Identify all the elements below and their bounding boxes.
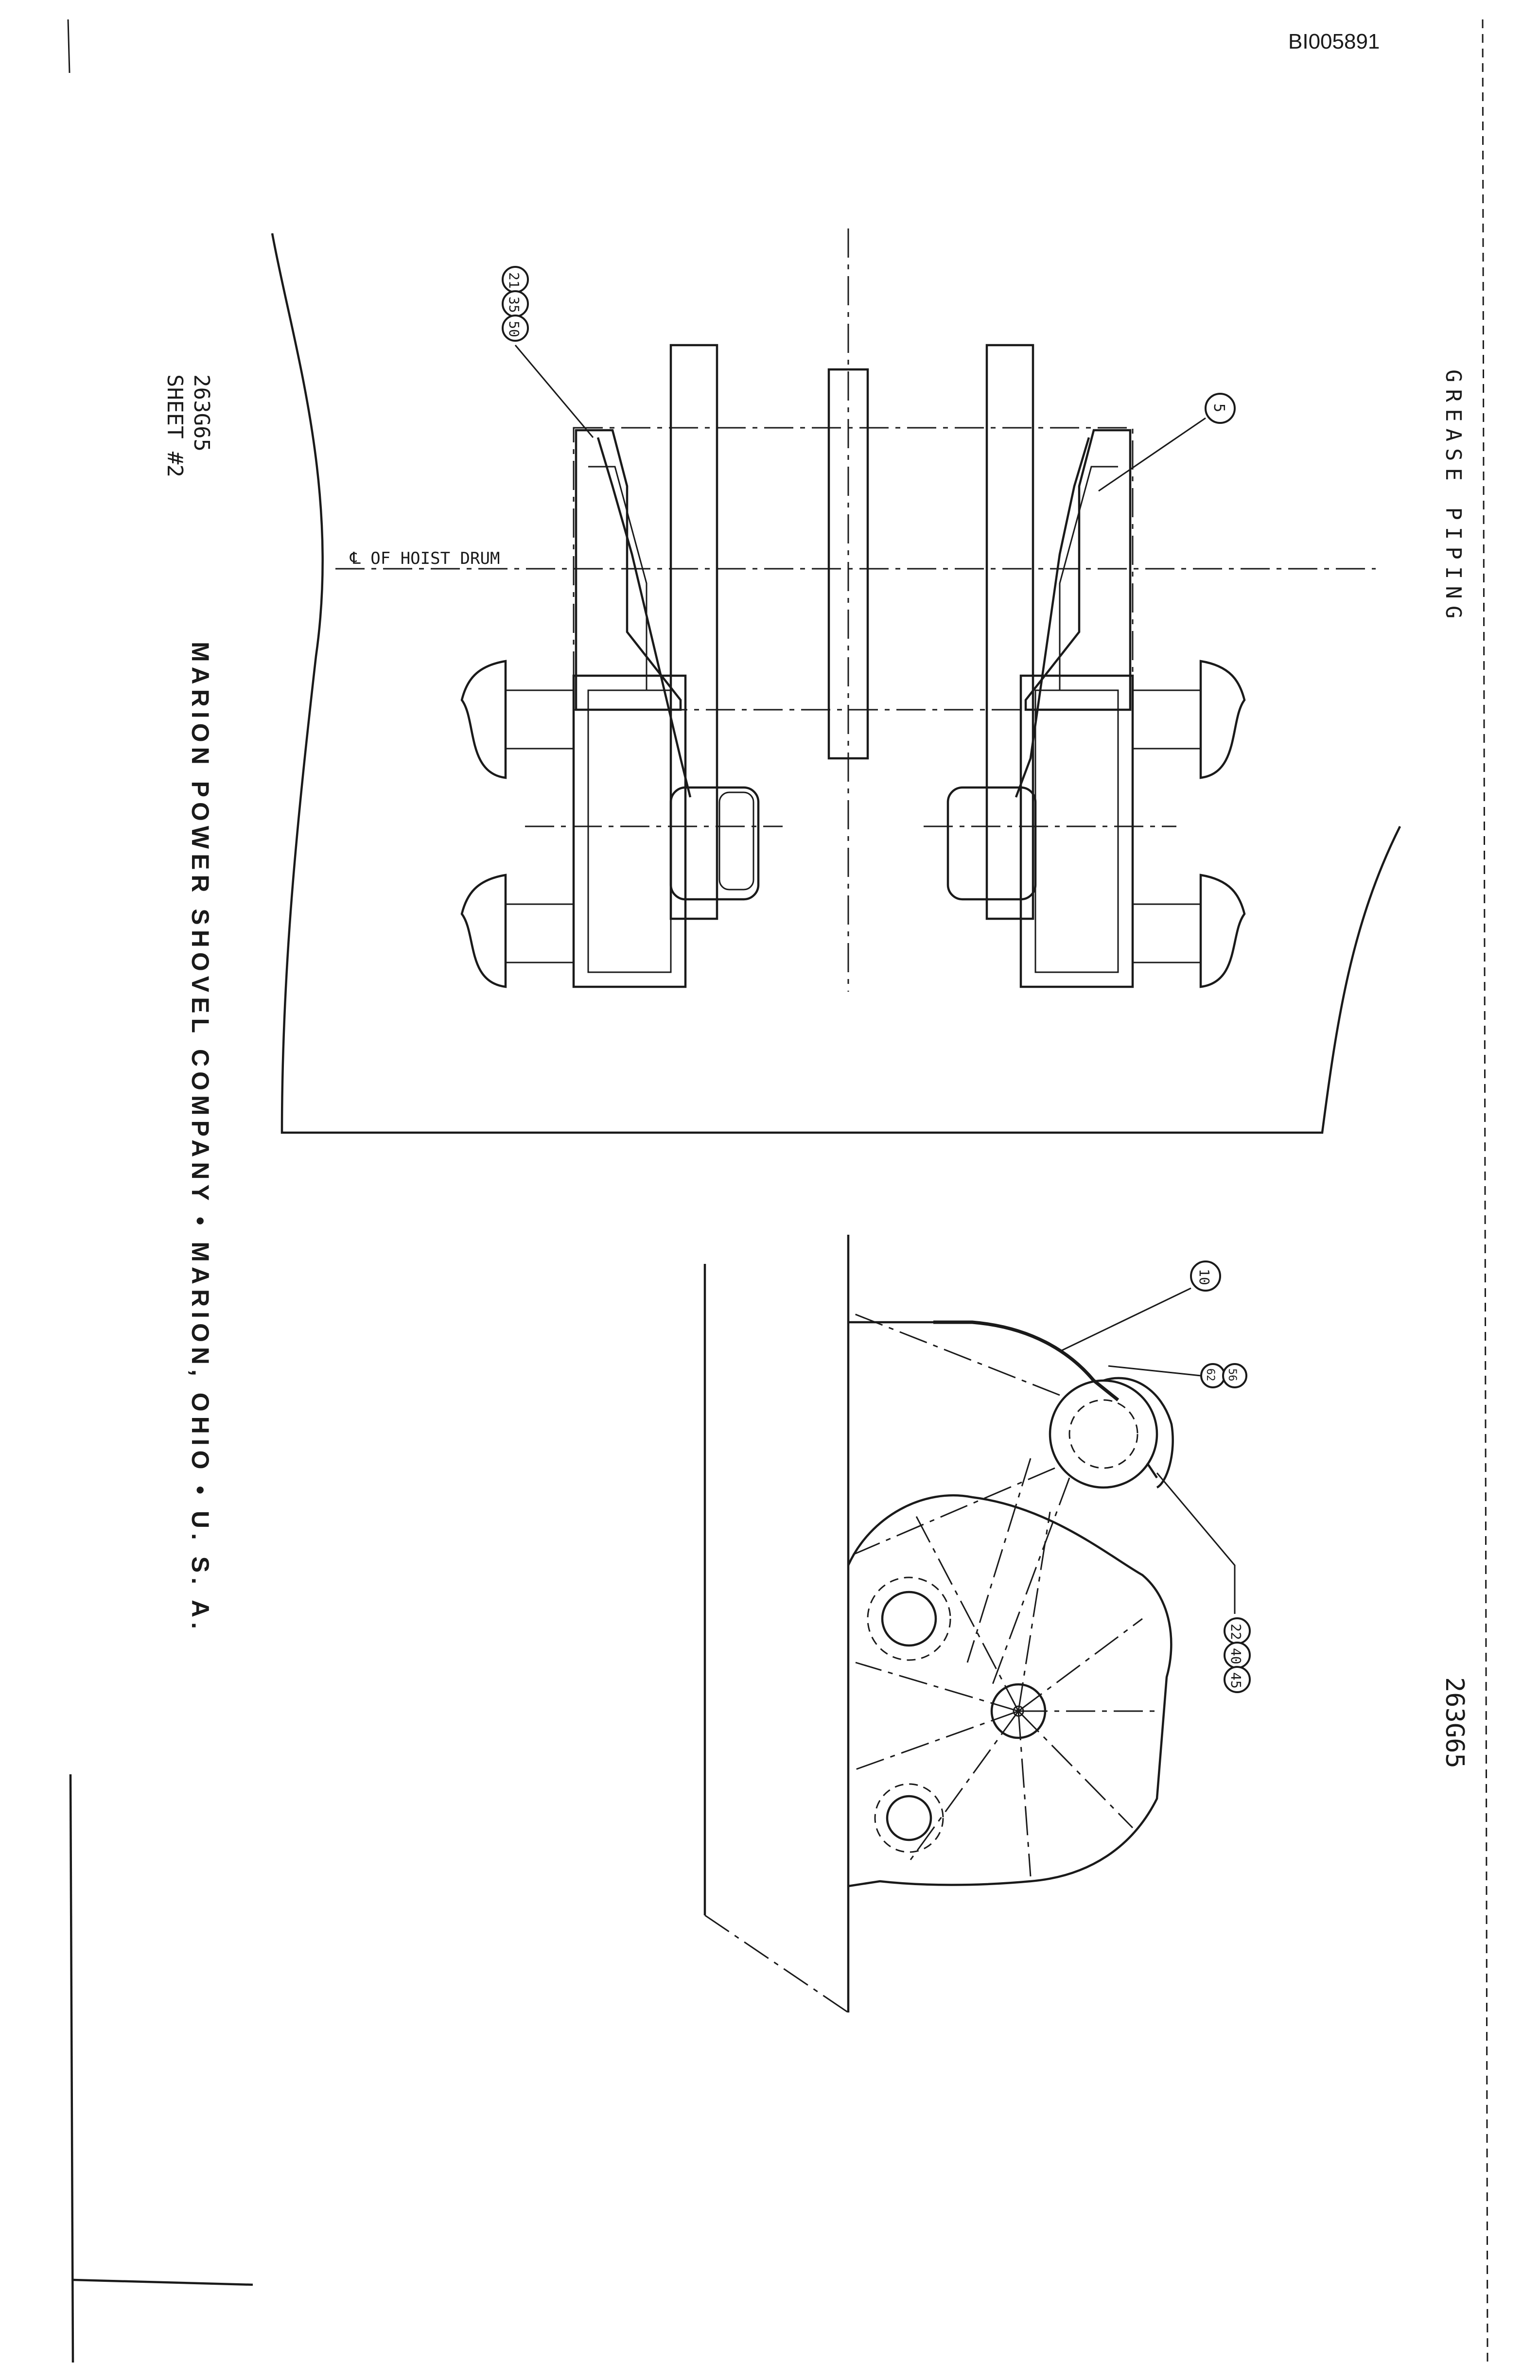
callout-leader [1059,1287,1191,1352]
boom-arm [991,1477,1070,1687]
shaft-center [827,368,869,760]
gear-housing-left [572,674,687,988]
grease-line-right [1015,437,1090,798]
callout-bubble [1205,393,1236,424]
scan-edge-mark [69,1774,74,2363]
motor-couplings [460,660,1246,988]
frame-line [704,1914,849,2013]
coupling-right-bottom [1132,903,1202,963]
callout-number: 21 [506,272,522,289]
callout-lower-single: 10 [1190,1260,1221,1292]
motor-left-top [460,660,507,779]
callout-lower-pair: 56 62 [1200,1363,1247,1388]
callout-bubble [1222,1363,1247,1388]
flange-right-detail [1059,466,1118,690]
boom-foot-pin [1049,1379,1158,1489]
drum-flange-left [575,429,682,711]
drum-flange-right [1024,429,1132,711]
motor-right-bottom [1199,874,1246,988]
gear-spokes [855,1511,1157,1877]
callout-number: 5 [1210,403,1227,412]
scan-mark [67,19,70,73]
drawing-number-left: 263G65 [189,374,214,452]
pin-housing [1103,1377,1174,1489]
gear-housing-left-inner [587,689,672,973]
pinion-lower [886,1795,932,1841]
pinion-left [669,786,760,901]
callout-number: 10 [1196,1269,1212,1285]
shaft-right [985,344,1034,920]
id-stamp: BI005891 [1288,30,1380,53]
pinion-upper-pitch [867,1576,951,1661]
callout-leader [1098,417,1206,492]
side-elevation-view [703,1235,1236,2013]
callout-leader [514,345,594,438]
callout-bubble [1190,1260,1221,1292]
gear-case-outline [847,1494,1172,1888]
grease-fitting [1146,1462,1158,1479]
pinion-upper [881,1591,937,1647]
boom-arm [966,1458,1032,1663]
pinion-lower-pitch [874,1783,944,1853]
sheet-label: SHEET #2 [162,374,187,477]
callout-group-upper: 21 35 50 [502,266,529,342]
callout-bubble [1224,1666,1251,1693]
grease-piping-title: GREASE PIPING [1441,369,1466,625]
hoist-drum-section-view: ℄ OF HOIST DRUM [271,228,1401,1134]
callout-number: 50 [506,321,522,337]
gear-housing-right-inner [1034,689,1119,973]
support-line [850,1312,1060,1396]
coupling-left-top [505,689,575,750]
callout-bubble [502,315,529,342]
callout-group-lower: 22 40 45 [1224,1617,1251,1693]
callout-number: 40 [1228,1648,1244,1664]
callout-number: 62 [1204,1368,1216,1382]
boom-foot-pin-inner [1068,1399,1138,1469]
grease-pipe [933,1320,1120,1401]
coupling-right-top [1132,689,1202,750]
callout-number: 22 [1228,1624,1244,1640]
shaft-left [669,344,718,920]
callout-leader [1156,1472,1236,1614]
callout-number: 45 [1228,1672,1244,1689]
grease-line-left [596,437,692,798]
drum-outline [573,427,1134,711]
scan-edge-mark [72,2278,253,2286]
pinion-left-hub [718,791,754,891]
callout-leader [1108,1365,1201,1377]
company-line: MARION POWER SHOVEL COMPANY • MARION, OH… [187,642,214,1634]
gear-housing-right [1019,674,1134,988]
motor-left-bottom [460,874,507,988]
motor-right-top [1199,660,1246,779]
centerline-label: ℄ OF HOIST DRUM [350,549,500,568]
coupling-left-bottom [505,903,575,963]
pinion-right [946,786,1037,901]
drawing-number: 263G65 [1440,1677,1469,1768]
section-break-outline [271,233,1401,1134]
callout-upper-single: 5 [1205,393,1236,424]
flange-left-detail [588,466,648,690]
sheet-edge [1482,19,1488,2363]
support-line [850,1467,1055,1557]
callout-number: 35 [506,297,522,313]
callout-number: 56 [1226,1368,1238,1382]
